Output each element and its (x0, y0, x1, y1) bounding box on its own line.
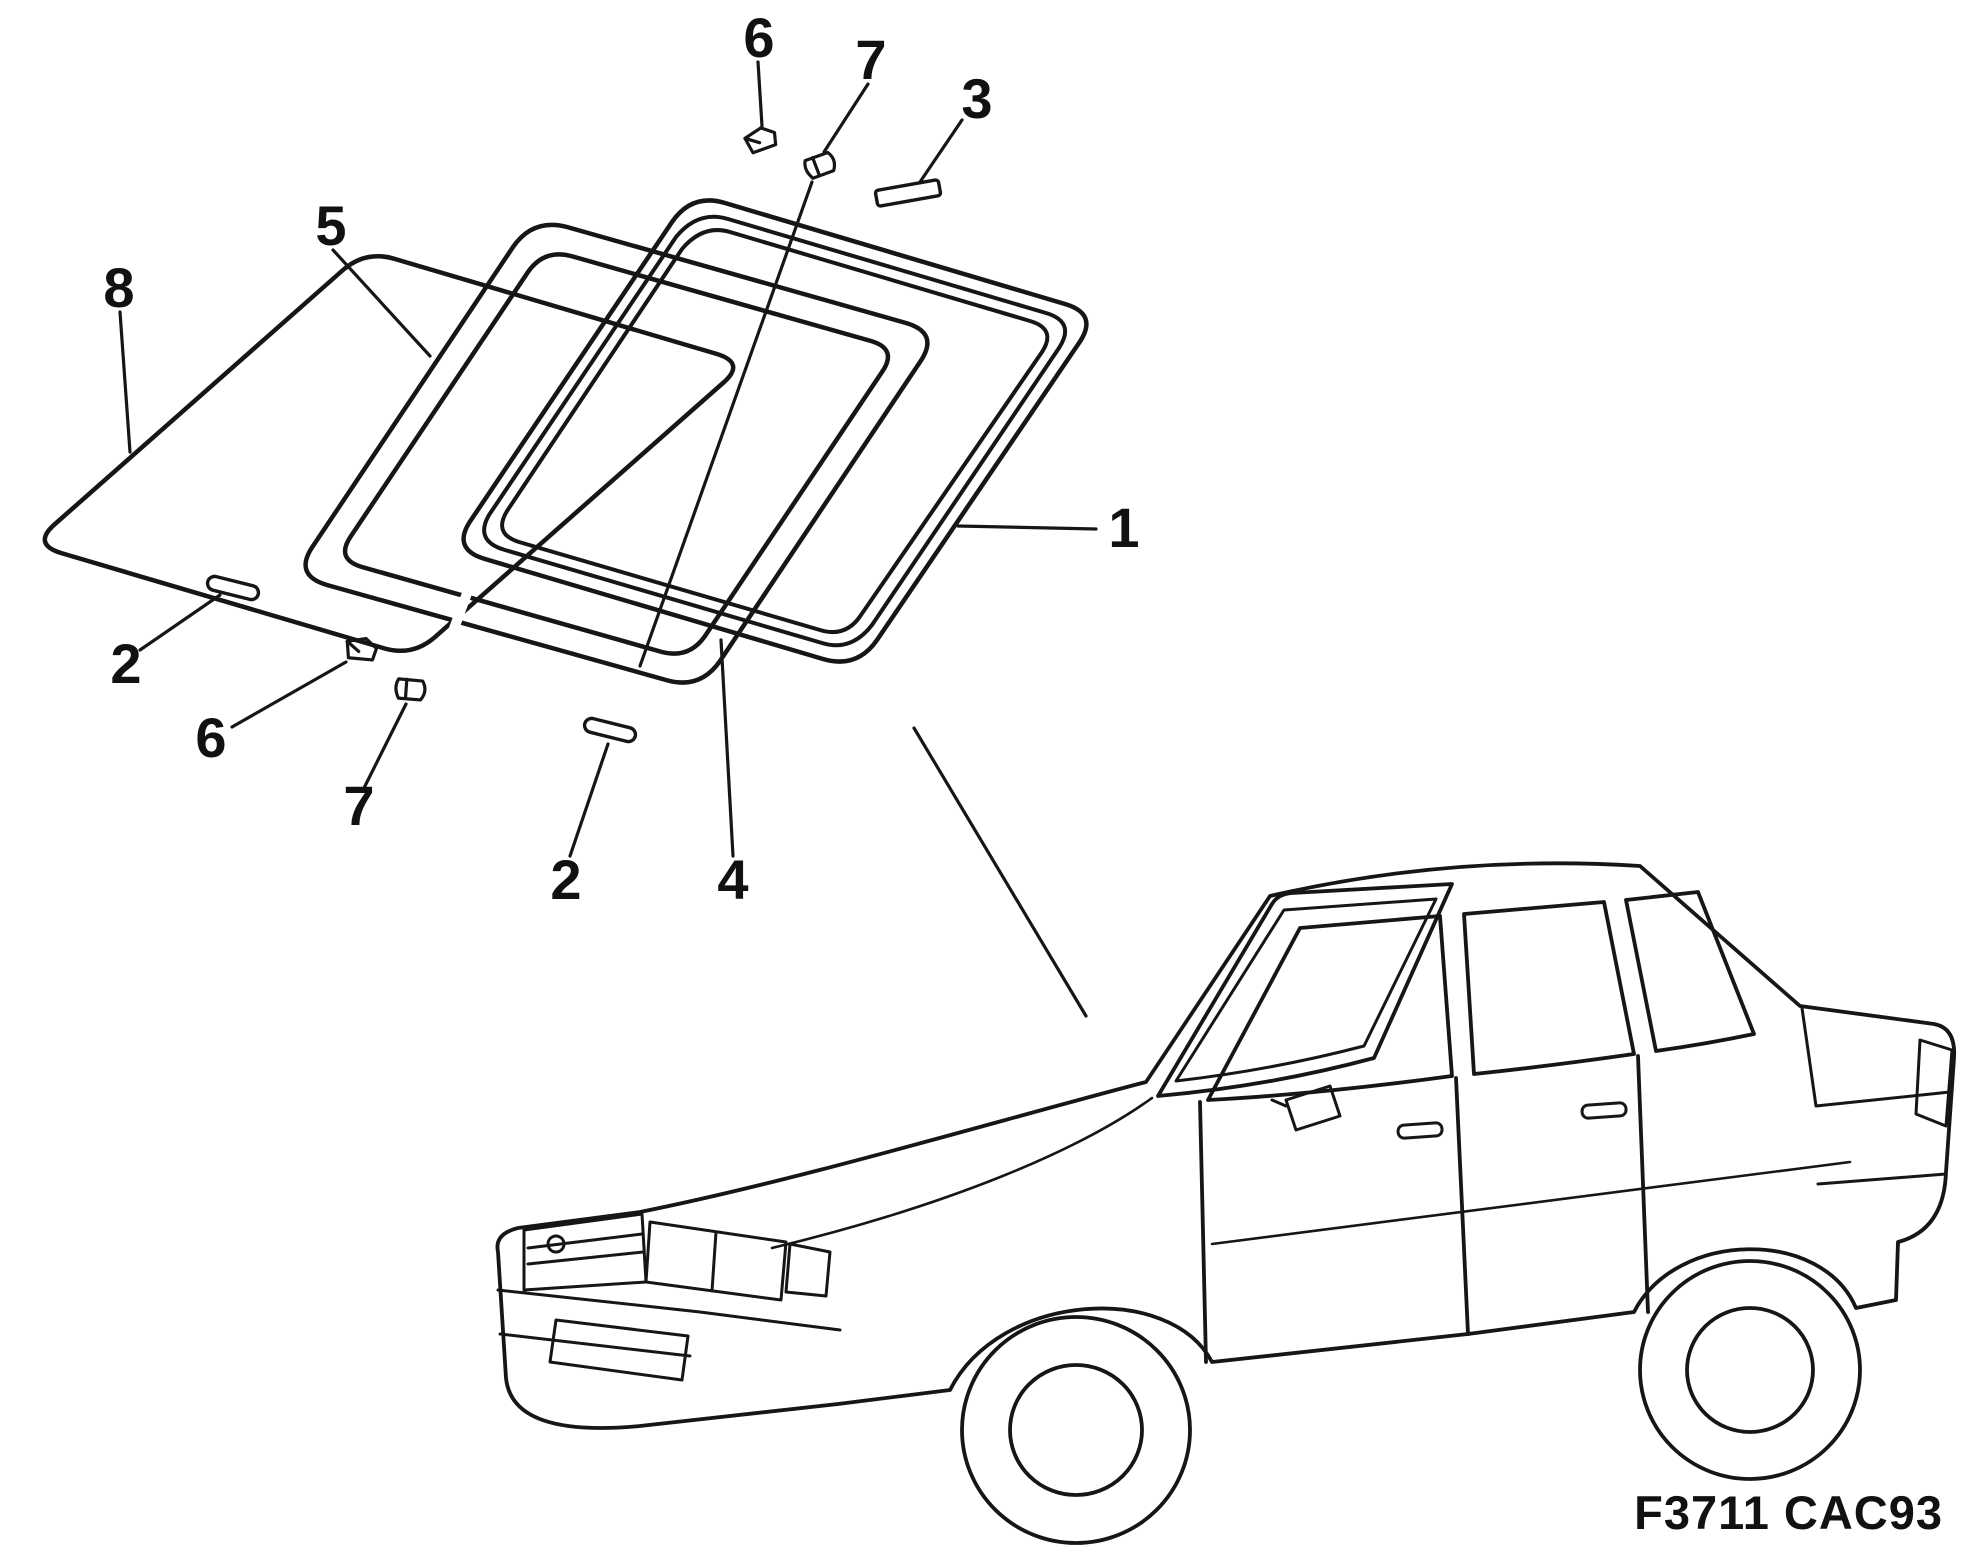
car-rear-door-window (1462, 900, 1636, 1076)
clip-6-lower-fold (345, 639, 361, 654)
car-front-tire (960, 1315, 1192, 1545)
clip-7-top-slot (810, 156, 822, 178)
callout-4: 4 (717, 848, 749, 911)
leader-lines (118, 60, 1098, 1018)
callout-3: 3 (961, 67, 993, 130)
callout-6-lower: 6 (195, 706, 227, 769)
callout-8: 8 (103, 256, 135, 319)
clip-6-lower (345, 636, 379, 662)
clip-7-lower (394, 677, 427, 702)
car-rear-door-rear-edge (1636, 1054, 1650, 1314)
windscreen-glass-8 (42, 254, 736, 653)
car-trunk-lines (1800, 1006, 1952, 1186)
seal-frame-5 (303, 222, 930, 685)
car-front-bumper-lines (496, 1288, 842, 1358)
car-tail-light (1914, 1038, 1954, 1128)
spacer-2-lower (582, 716, 638, 744)
car-side-crease (1210, 1160, 1852, 1246)
car-windscreen-inner (1174, 897, 1438, 1083)
car-front-indicator (784, 1242, 832, 1298)
leader-2-lower (568, 742, 610, 858)
clip-7-top-body (803, 150, 837, 180)
spacer-2-lower-body (582, 716, 638, 744)
leader-5 (331, 248, 432, 358)
clip-6-lower-body (345, 636, 379, 662)
car-grille-badge (546, 1234, 566, 1254)
car-quarter-window (1624, 890, 1756, 1053)
callout-6-top: 6 (743, 6, 775, 69)
leader-7-long (638, 180, 814, 668)
clip-6-top-body (743, 126, 778, 155)
car-front-door-window (1206, 914, 1454, 1102)
leader-7-lower (362, 702, 408, 790)
clip-7-lower-body (394, 677, 427, 702)
callout-2-left: 2 (110, 632, 142, 695)
leader-6-lower (230, 660, 348, 729)
callout-2-lower: 2 (550, 848, 582, 911)
seal-frame-outer-edge (303, 222, 930, 685)
car-front-rim (1008, 1363, 1144, 1497)
car-license-plate (548, 1318, 690, 1382)
windscreen-1-outer-edge (461, 198, 1089, 664)
retainer-strip-3-body (873, 178, 943, 208)
seal-frame-inner-edge (342, 252, 891, 656)
car-rear-wheel (1638, 1259, 1862, 1481)
car-body-outline (495, 861, 1957, 1430)
spacer-2-left (205, 574, 261, 602)
leader-7-top (822, 82, 870, 154)
leader-to-car-windscreen (912, 726, 1088, 1018)
car-rear-door-handle (1580, 1101, 1628, 1120)
leader-8 (118, 310, 132, 454)
car-hood-crease (770, 1096, 1154, 1250)
clip-7-lower-slot (403, 677, 409, 700)
callout-7-top: 7 (855, 28, 887, 91)
car-illustration (495, 861, 1957, 1545)
clip-7-top (803, 150, 837, 180)
windscreen-assembly-1 (461, 198, 1089, 664)
car-front-door-rear-edge (1454, 1076, 1470, 1336)
callout-7-lower: 7 (343, 774, 375, 837)
leader-6-top (756, 60, 764, 128)
car-front-door-front-edge (1198, 1100, 1208, 1364)
exploded-view (42, 60, 1098, 1018)
callout-1: 1 (1108, 496, 1140, 559)
seal-joint-gap (447, 580, 475, 639)
car-headlight (644, 1220, 788, 1302)
car-front-door-handle (1396, 1121, 1444, 1140)
clip-6-top (743, 126, 778, 155)
car-windscreen-outer (1156, 882, 1454, 1098)
figure-code: F3711 CAC93 (1634, 1486, 1943, 1539)
car-rear-tire (1638, 1259, 1862, 1481)
callout-5: 5 (315, 194, 347, 257)
car-door-mirror (1270, 1084, 1342, 1132)
leader-3 (918, 118, 964, 184)
car-front-wheel (960, 1315, 1192, 1545)
spacer-2-left-body (205, 574, 261, 602)
leader-2-left (138, 593, 222, 652)
windscreen-1-moulding-inner (500, 228, 1050, 635)
windscreen-1-moulding-outer (482, 214, 1068, 648)
retainer-strip-3 (873, 178, 943, 208)
leader-1 (956, 524, 1098, 531)
clip-6-top-fold (743, 136, 762, 145)
car-rear-rim (1685, 1306, 1815, 1434)
leader-4 (719, 638, 735, 858)
